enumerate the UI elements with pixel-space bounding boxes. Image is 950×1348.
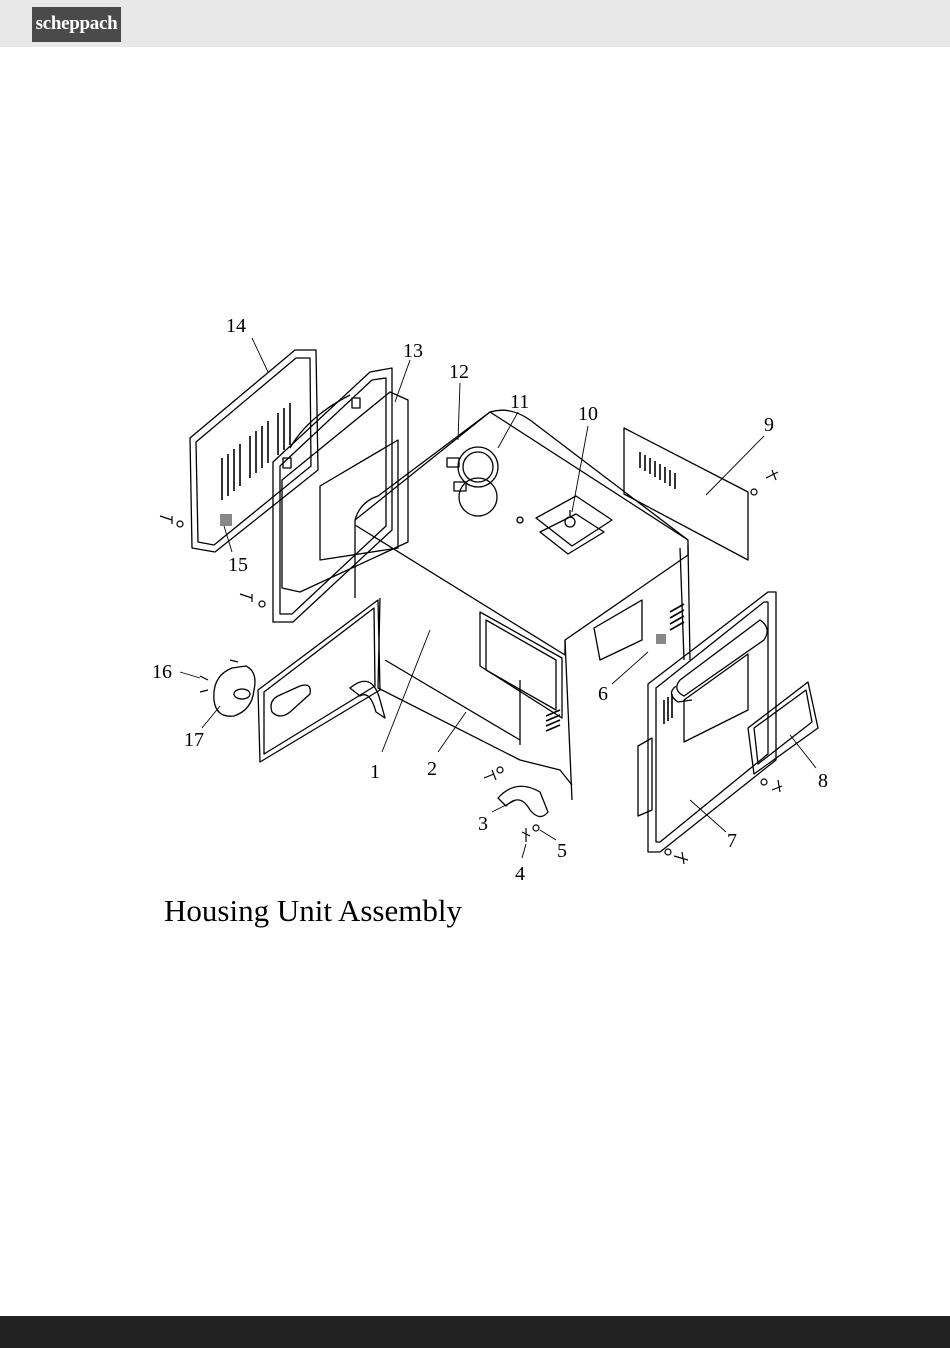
- part-8-cover-plate: [748, 682, 818, 774]
- callout-17: 17: [184, 729, 204, 751]
- part-17-inlet-cap: [214, 666, 255, 716]
- callout-5: 5: [557, 840, 567, 862]
- callout-1: 1: [370, 761, 380, 783]
- part-3-handle: [498, 786, 548, 816]
- callout-15: 15: [228, 554, 248, 576]
- callout-3: 3: [478, 813, 488, 835]
- callout-14: 14: [226, 315, 246, 337]
- part-10-plate: [536, 496, 612, 554]
- callout-13: 13: [403, 340, 423, 362]
- part-14-rear-panel: [190, 350, 318, 552]
- part-1-housing-body: [355, 410, 690, 800]
- callout-9: 9: [764, 414, 774, 436]
- part-13-frame: [273, 368, 408, 622]
- callout-16: 16: [152, 661, 172, 683]
- callout-8: 8: [818, 770, 828, 792]
- callout-12: 12: [449, 361, 469, 383]
- part-9-top-panel: [624, 428, 748, 560]
- callout-leaders: [180, 338, 816, 858]
- callout-6: 6: [598, 683, 608, 705]
- part-2-side-door: [258, 600, 385, 762]
- diagram-caption: Housing Unit Assembly: [164, 893, 462, 929]
- callout-7: 7: [727, 830, 737, 852]
- callout-10: 10: [578, 403, 598, 425]
- page-footer: [0, 1316, 950, 1348]
- callout-2: 2: [427, 758, 437, 780]
- callout-11: 11: [510, 391, 529, 413]
- callout-4: 4: [515, 863, 525, 885]
